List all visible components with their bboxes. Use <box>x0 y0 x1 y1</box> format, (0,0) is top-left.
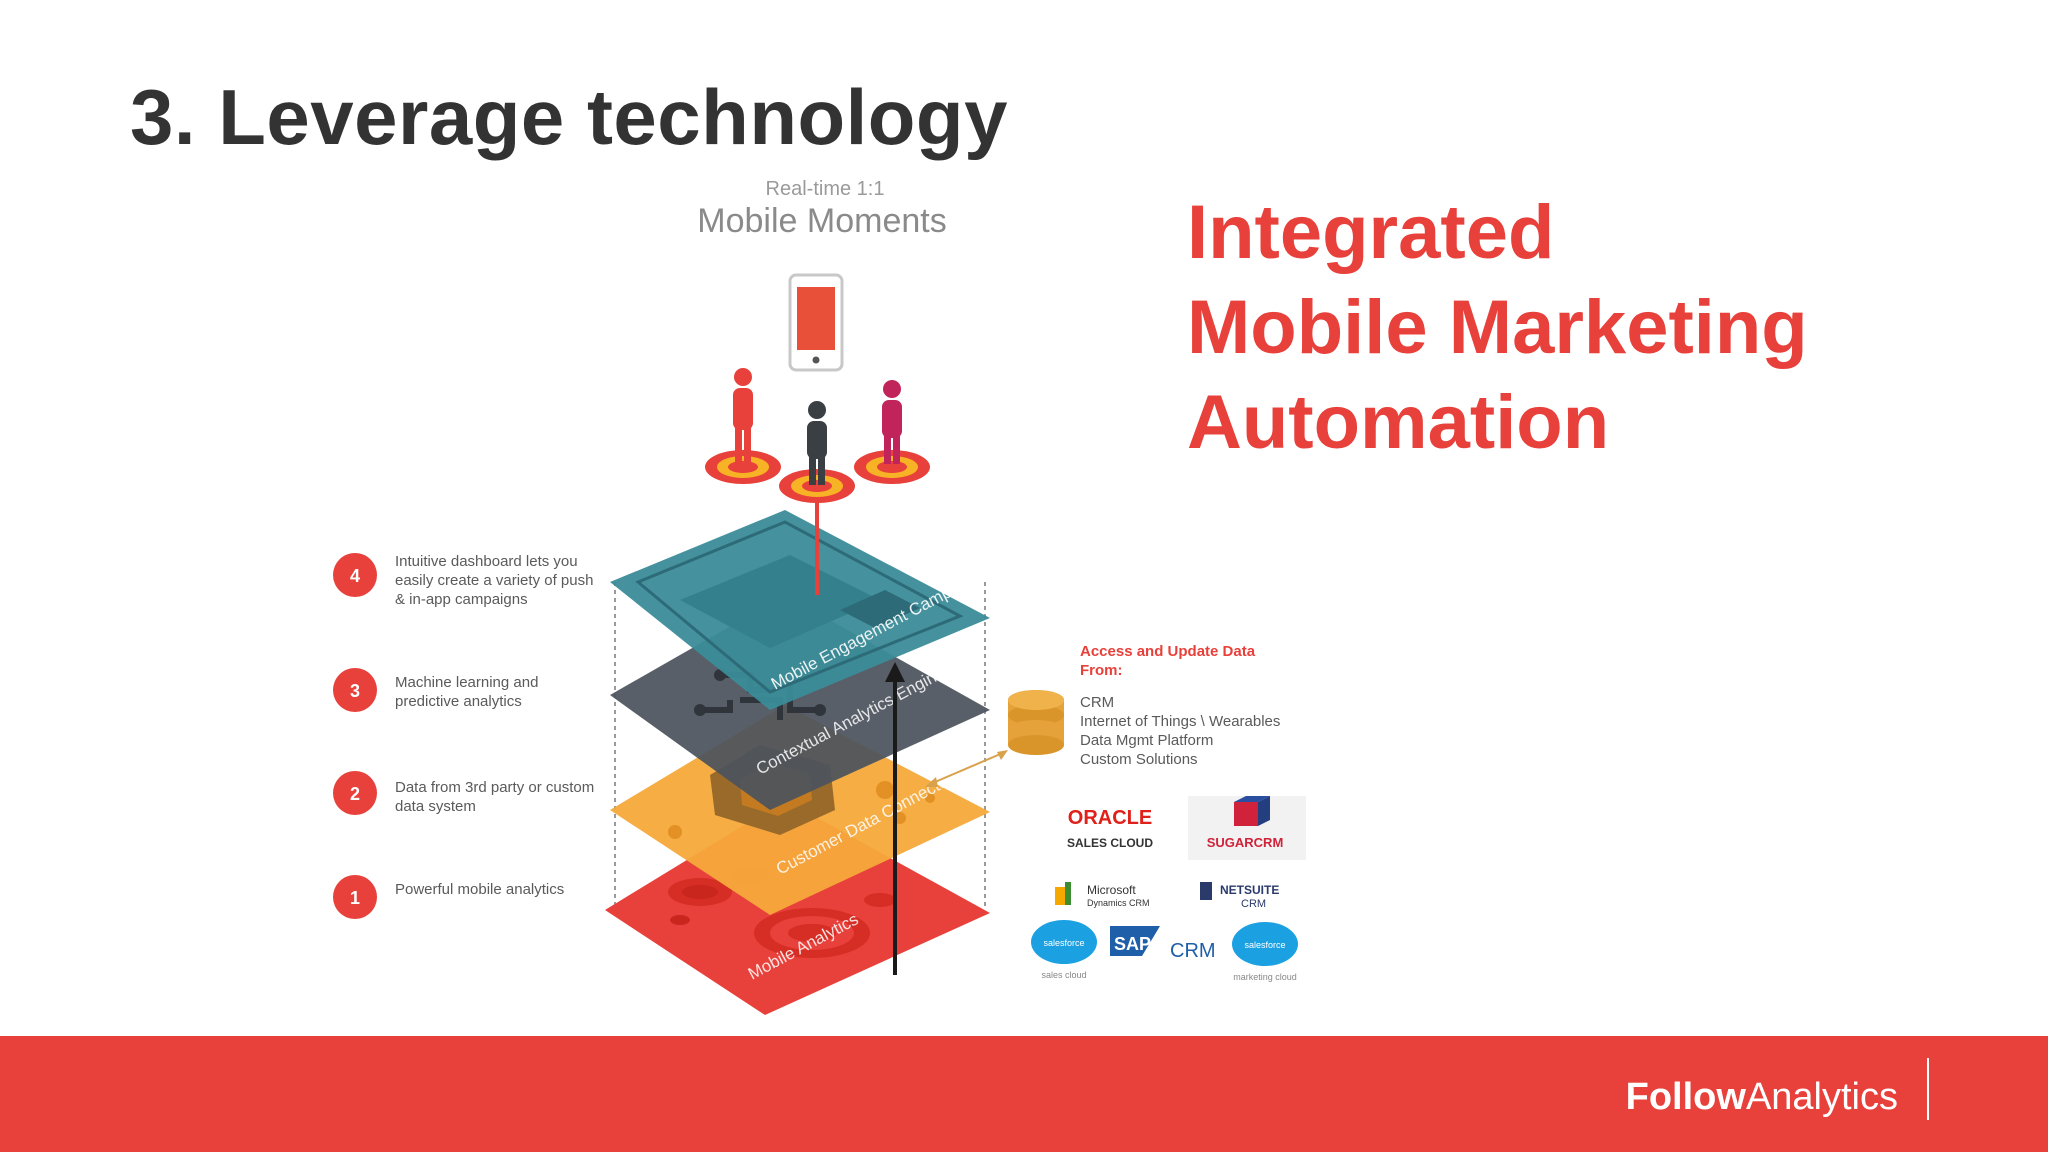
platform-diagram: Real-time 1:1 Mobile Moments <box>320 170 1340 1030</box>
step-badge-4: 4 <box>333 553 377 597</box>
footer-bar: FollowAnalytics <box>0 1036 2048 1152</box>
svg-text:salesforce: salesforce <box>1244 940 1285 950</box>
headline-line-2: Mobile Marketing <box>1187 285 1808 370</box>
svg-text:salesforce: salesforce <box>1043 938 1084 948</box>
source-item: CRM <box>1080 694 1115 711</box>
svg-text:CRM: CRM <box>1170 940 1216 962</box>
database-icon <box>1008 690 1064 755</box>
headline-line-3: Automation <box>1187 380 1610 465</box>
person-center-icon <box>779 401 855 503</box>
svg-text:CRM: CRM <box>1241 898 1266 910</box>
oracle-logo: ORACLE SALES CLOUD <box>1067 807 1153 850</box>
svg-text:SALES CLOUD: SALES CLOUD <box>1067 836 1153 850</box>
source-item: Custom Solutions <box>1080 751 1198 768</box>
slide-title: 3. Leverage technology <box>130 73 1008 161</box>
svg-text:ORACLE: ORACLE <box>1068 807 1152 829</box>
svg-text:SUGARCRM: SUGARCRM <box>1207 835 1284 850</box>
sap-crm-logo: SAP CRM <box>1110 926 1216 962</box>
sources-heading: Access and Update Data From: <box>1080 643 1256 679</box>
platform-diagram-graphic: Real-time 1:1 Mobile Moments <box>333 178 1306 1015</box>
headline-line-1: Integrated <box>1187 190 1555 275</box>
caption-large: Mobile Moments <box>697 202 946 240</box>
salesforce-sales-cloud-logo: salesforce sales cloud <box>1031 920 1097 980</box>
step-number-2: 2 <box>350 784 360 804</box>
caption-small: Real-time 1:1 <box>766 178 885 200</box>
svg-text:marketing cloud: marketing cloud <box>1233 972 1297 982</box>
sugarcrm-logo: SUGARCRM <box>1188 796 1306 860</box>
salesforce-marketing-cloud-logo: salesforce marketing cloud <box>1232 922 1298 982</box>
sources-list: CRM Internet of Things \ Wearables Data … <box>1080 693 1340 769</box>
step-number-3: 3 <box>350 681 360 701</box>
svg-text:SAP: SAP <box>1114 934 1151 954</box>
brand-bold: Follow <box>1625 1076 1746 1118</box>
headline: Integrated Mobile Marketing Automation <box>1187 185 1808 470</box>
svg-text:Microsoft: Microsoft <box>1087 883 1136 897</box>
step-badge-3: 3 <box>333 668 377 712</box>
svg-text:sales cloud: sales cloud <box>1041 970 1086 980</box>
svg-text:Dynamics CRM: Dynamics CRM <box>1087 898 1150 908</box>
up-arrow-icon <box>885 662 905 975</box>
step-text-2: Data from 3rd party or custom data syste… <box>395 779 595 815</box>
person-left-icon <box>705 368 781 484</box>
source-item: Data Mgmt Platform <box>1080 732 1214 749</box>
step-text-1: Powerful mobile analytics <box>395 881 565 898</box>
netsuite-logo: NETSUITE CRM <box>1200 882 1279 910</box>
step-text-4: Intuitive dashboard lets you easily crea… <box>395 553 594 608</box>
person-right-icon <box>854 380 930 484</box>
followanalytics-logo: FollowAnalytics <box>1626 1076 1898 1119</box>
step-badge-2: 2 <box>333 771 377 815</box>
sync-arrow-icon <box>925 750 1008 787</box>
step-number-4: 4 <box>350 566 360 586</box>
step-number-1: 1 <box>350 888 360 908</box>
step-text-3: Machine learning and predictive analytic… <box>395 674 539 710</box>
svg-text:NETSUITE: NETSUITE <box>1220 883 1279 897</box>
phone-icon <box>788 273 844 372</box>
step-badge-1: 1 <box>333 875 377 919</box>
microsoft-dynamics-logo: Microsoft Dynamics CRM <box>1055 882 1150 908</box>
source-item: Internet of Things \ Wearables <box>1080 713 1281 730</box>
footer-divider <box>1927 1058 1929 1120</box>
brand-regular: Analytics <box>1745 1076 1898 1118</box>
